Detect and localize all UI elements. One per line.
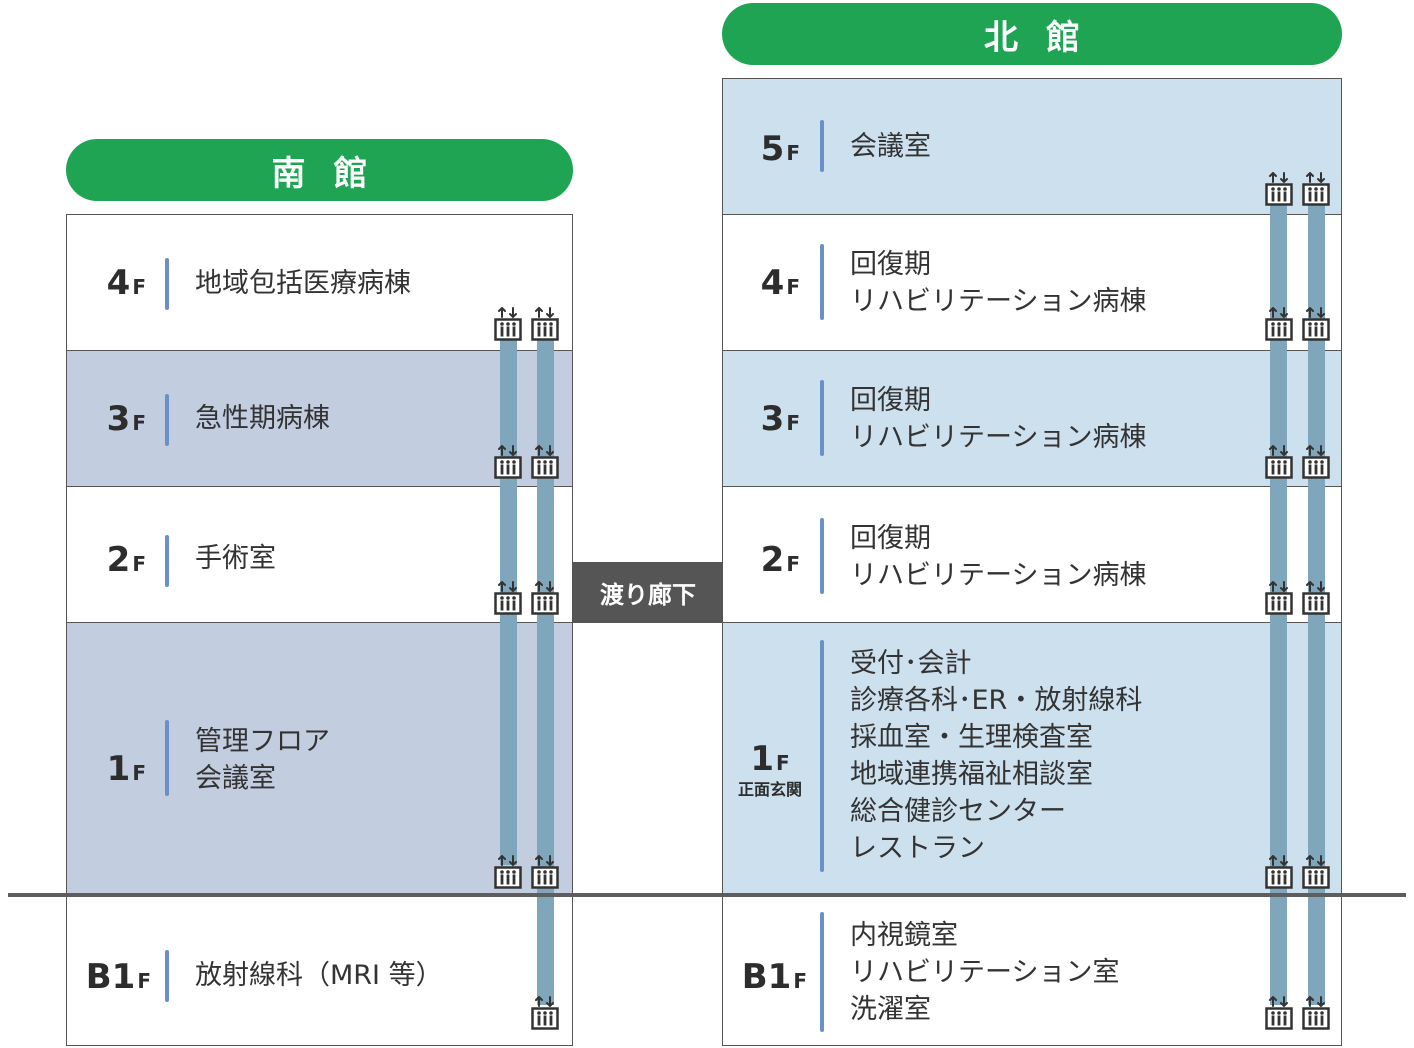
north-floor-3f — [722, 350, 1342, 487]
south-building-header: 南館 — [66, 139, 573, 201]
elevator-icon — [1302, 445, 1330, 479]
elevator-icon — [1302, 855, 1330, 889]
floor-divider — [165, 720, 169, 796]
elevator-icon — [531, 855, 559, 889]
elevator-icon — [1302, 307, 1330, 341]
elevator-icon — [494, 445, 522, 479]
north-building-header: 北館 — [722, 3, 1342, 65]
main-entrance-label: 正面玄関 — [737, 780, 802, 799]
south-floor-1f — [66, 622, 573, 895]
elevator-icon — [531, 307, 559, 341]
south-floor-3f — [66, 350, 573, 487]
floor-divider — [820, 380, 824, 456]
elevator-icon — [1265, 855, 1293, 889]
room-list: 回復期リハビリテーション病棟 — [850, 249, 1147, 317]
floor-divider — [820, 640, 824, 872]
room-list: 放射線科（MRI 等） — [195, 960, 443, 991]
room-list: 管理フロア会議室 — [195, 726, 330, 794]
room-list: 受付･会計診療各科･ER・放射線科採血室・生理検査室 地域連携福祉相談室総合健診… — [850, 648, 1143, 864]
floor-divider — [820, 244, 824, 320]
south-floor-4f — [66, 214, 573, 351]
north-floor-4f — [722, 214, 1342, 351]
elevator-icon — [494, 307, 522, 341]
room-list: 地域包括医療病棟 — [195, 268, 411, 299]
floor-divider — [820, 912, 824, 1032]
north-floor-b1f — [722, 894, 1342, 1046]
north-floor-5f — [722, 78, 1342, 215]
elevator-icon — [1302, 996, 1330, 1030]
south-elevator-shaft-2 — [537, 340, 554, 1005]
floor-divider — [165, 950, 169, 1002]
elevator-icon — [1265, 996, 1293, 1030]
floor-divider — [165, 535, 169, 587]
elevator-icon — [494, 855, 522, 889]
elevator-icon — [1265, 307, 1293, 341]
elevator-icon — [1265, 172, 1293, 206]
elevator-icon — [531, 996, 559, 1030]
floor-divider — [820, 120, 824, 172]
north-floor-1f — [722, 622, 1342, 895]
room-list: 急性期病棟 — [195, 403, 330, 434]
elevator-icon — [1265, 581, 1293, 615]
floor-divider — [820, 518, 824, 594]
floor-divider — [165, 394, 169, 446]
elevator-icon — [494, 581, 522, 615]
ground-line — [8, 893, 1406, 897]
room-list: 回復期リハビリテーション病棟 — [850, 385, 1147, 453]
elevator-icon — [1265, 445, 1293, 479]
north-floor-2f — [722, 486, 1342, 623]
connecting-corridor: 渡り廊下 — [573, 562, 723, 623]
elevator-icon — [1302, 581, 1330, 615]
elevator-icon — [1302, 172, 1330, 206]
room-list: 手術室 — [195, 543, 276, 574]
elevator-icon — [531, 445, 559, 479]
elevator-icon — [531, 581, 559, 615]
south-floor-b1f — [66, 894, 573, 1046]
floor-divider — [165, 258, 169, 310]
room-list: 会議室 — [850, 131, 931, 162]
room-list: 内視鏡室リハビリテーション室洗濯室 — [850, 920, 1120, 1025]
room-list: 回復期リハビリテーション病棟 — [850, 523, 1147, 591]
